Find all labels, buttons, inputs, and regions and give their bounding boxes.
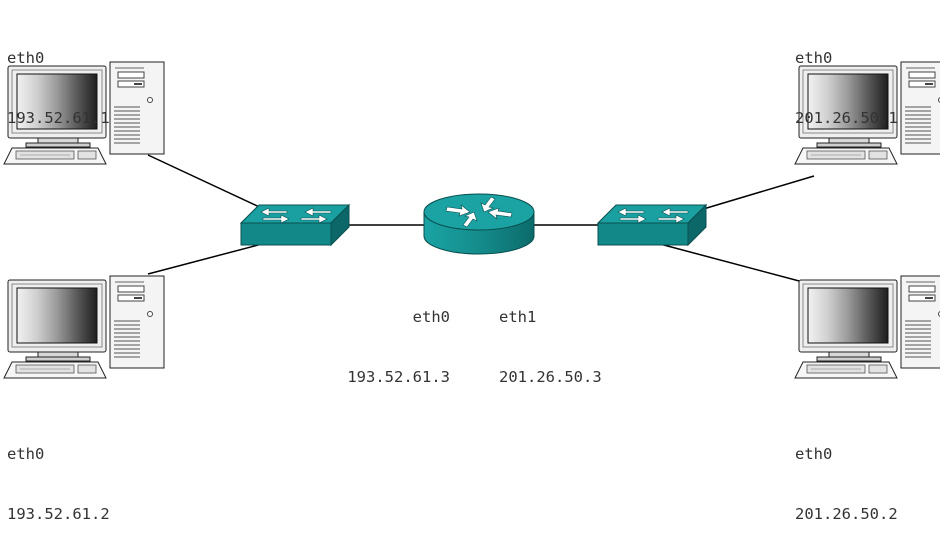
link-switch2-pc3 <box>699 175 815 211</box>
switch-icon <box>240 204 350 246</box>
router-icon <box>423 193 535 255</box>
host-3-ip: 201.26.50.1 <box>795 109 898 127</box>
host-2-ip: 193.52.61.2 <box>7 505 110 523</box>
switch-icon <box>597 204 707 246</box>
host-label-3: eth0 201.26.50.1 <box>795 8 898 148</box>
link-pc2-switch1 <box>147 243 263 275</box>
host-4-ip: 201.26.50.2 <box>795 505 898 523</box>
network-links <box>147 154 819 287</box>
router-right-label: eth1 201.26.50.3 <box>499 267 602 407</box>
host-3-iface: eth0 <box>795 49 833 67</box>
pc-icon <box>3 275 165 379</box>
router-right-ip: 201.26.50.3 <box>499 368 602 386</box>
link-pc1-switch1 <box>147 154 269 212</box>
host-2-iface: eth0 <box>7 445 45 463</box>
router-right-iface: eth1 <box>499 308 537 326</box>
host-1-ip: 193.52.61.1 <box>7 109 110 127</box>
router-left-label: eth0 193.52.61.3 <box>300 267 450 407</box>
host-4-iface: eth0 <box>795 445 833 463</box>
host-label-2: eth0 193.52.61.2 <box>7 404 110 544</box>
router-left-iface: eth0 <box>412 308 450 326</box>
router-left-ip: 193.52.61.3 <box>347 368 450 386</box>
host-label-4: eth0 201.26.50.2 <box>795 404 898 544</box>
network-diagram <box>3 61 940 379</box>
link-switch2-pc4 <box>659 243 819 287</box>
host-1-iface: eth0 <box>7 49 45 67</box>
host-label-1: eth0 193.52.61.1 <box>7 8 110 148</box>
pc-icon <box>794 275 940 379</box>
